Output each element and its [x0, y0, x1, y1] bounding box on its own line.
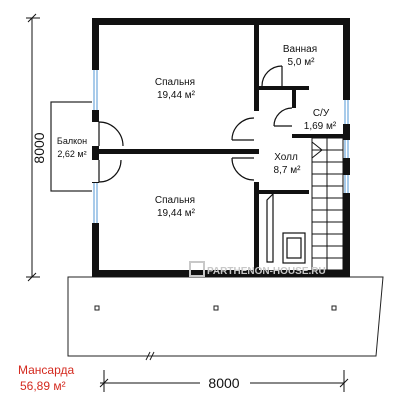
room-name: С/У	[313, 108, 330, 119]
room-name: Холл	[274, 152, 298, 163]
vent-marker	[213, 305, 219, 311]
floor-label: Мансарда 56,89 м²	[18, 363, 75, 393]
horizontal-dimension-value: 8000	[208, 375, 239, 391]
bedroom-doors	[231, 65, 293, 182]
room-name: Балкон	[57, 136, 87, 146]
vertical-dimension-value: 8000	[31, 132, 47, 163]
room-name: Ванная	[283, 44, 317, 55]
staircase	[311, 137, 344, 271]
vent-marker	[94, 305, 100, 311]
room-area: 8,7 м²	[274, 165, 302, 176]
room-area: 5,0 м²	[288, 57, 316, 68]
floor-name: Мансарда	[18, 363, 75, 377]
lower-roof-outline	[67, 276, 384, 361]
horizontal-dimension: 8000	[99, 370, 349, 392]
room-labels: Спальня 19,44 м² Ванная 5,0 м² С/У 1,69 …	[57, 44, 337, 219]
watermark: PARTHENON-HOUSE.RU	[189, 261, 326, 277]
windows	[92, 70, 350, 223]
hall-hatch	[266, 192, 306, 264]
balcony	[50, 101, 95, 192]
room-area: 1,69 м²	[304, 121, 337, 132]
room-area: 19,44 м²	[157, 208, 196, 219]
room-name: Спальня	[155, 77, 195, 88]
vertical-dimension: 8000	[26, 13, 47, 282]
balcony-doors	[92, 121, 124, 183]
vent-marker	[331, 305, 337, 311]
watermark-text: PARTHENON-HOUSE.RU	[207, 266, 326, 277]
interior-walls	[99, 25, 343, 270]
room-name: Спальня	[155, 195, 195, 206]
floor-area: 56,89 м²	[20, 379, 66, 393]
room-area: 19,44 м²	[157, 90, 196, 101]
room-area: 2,62 м²	[57, 149, 86, 159]
